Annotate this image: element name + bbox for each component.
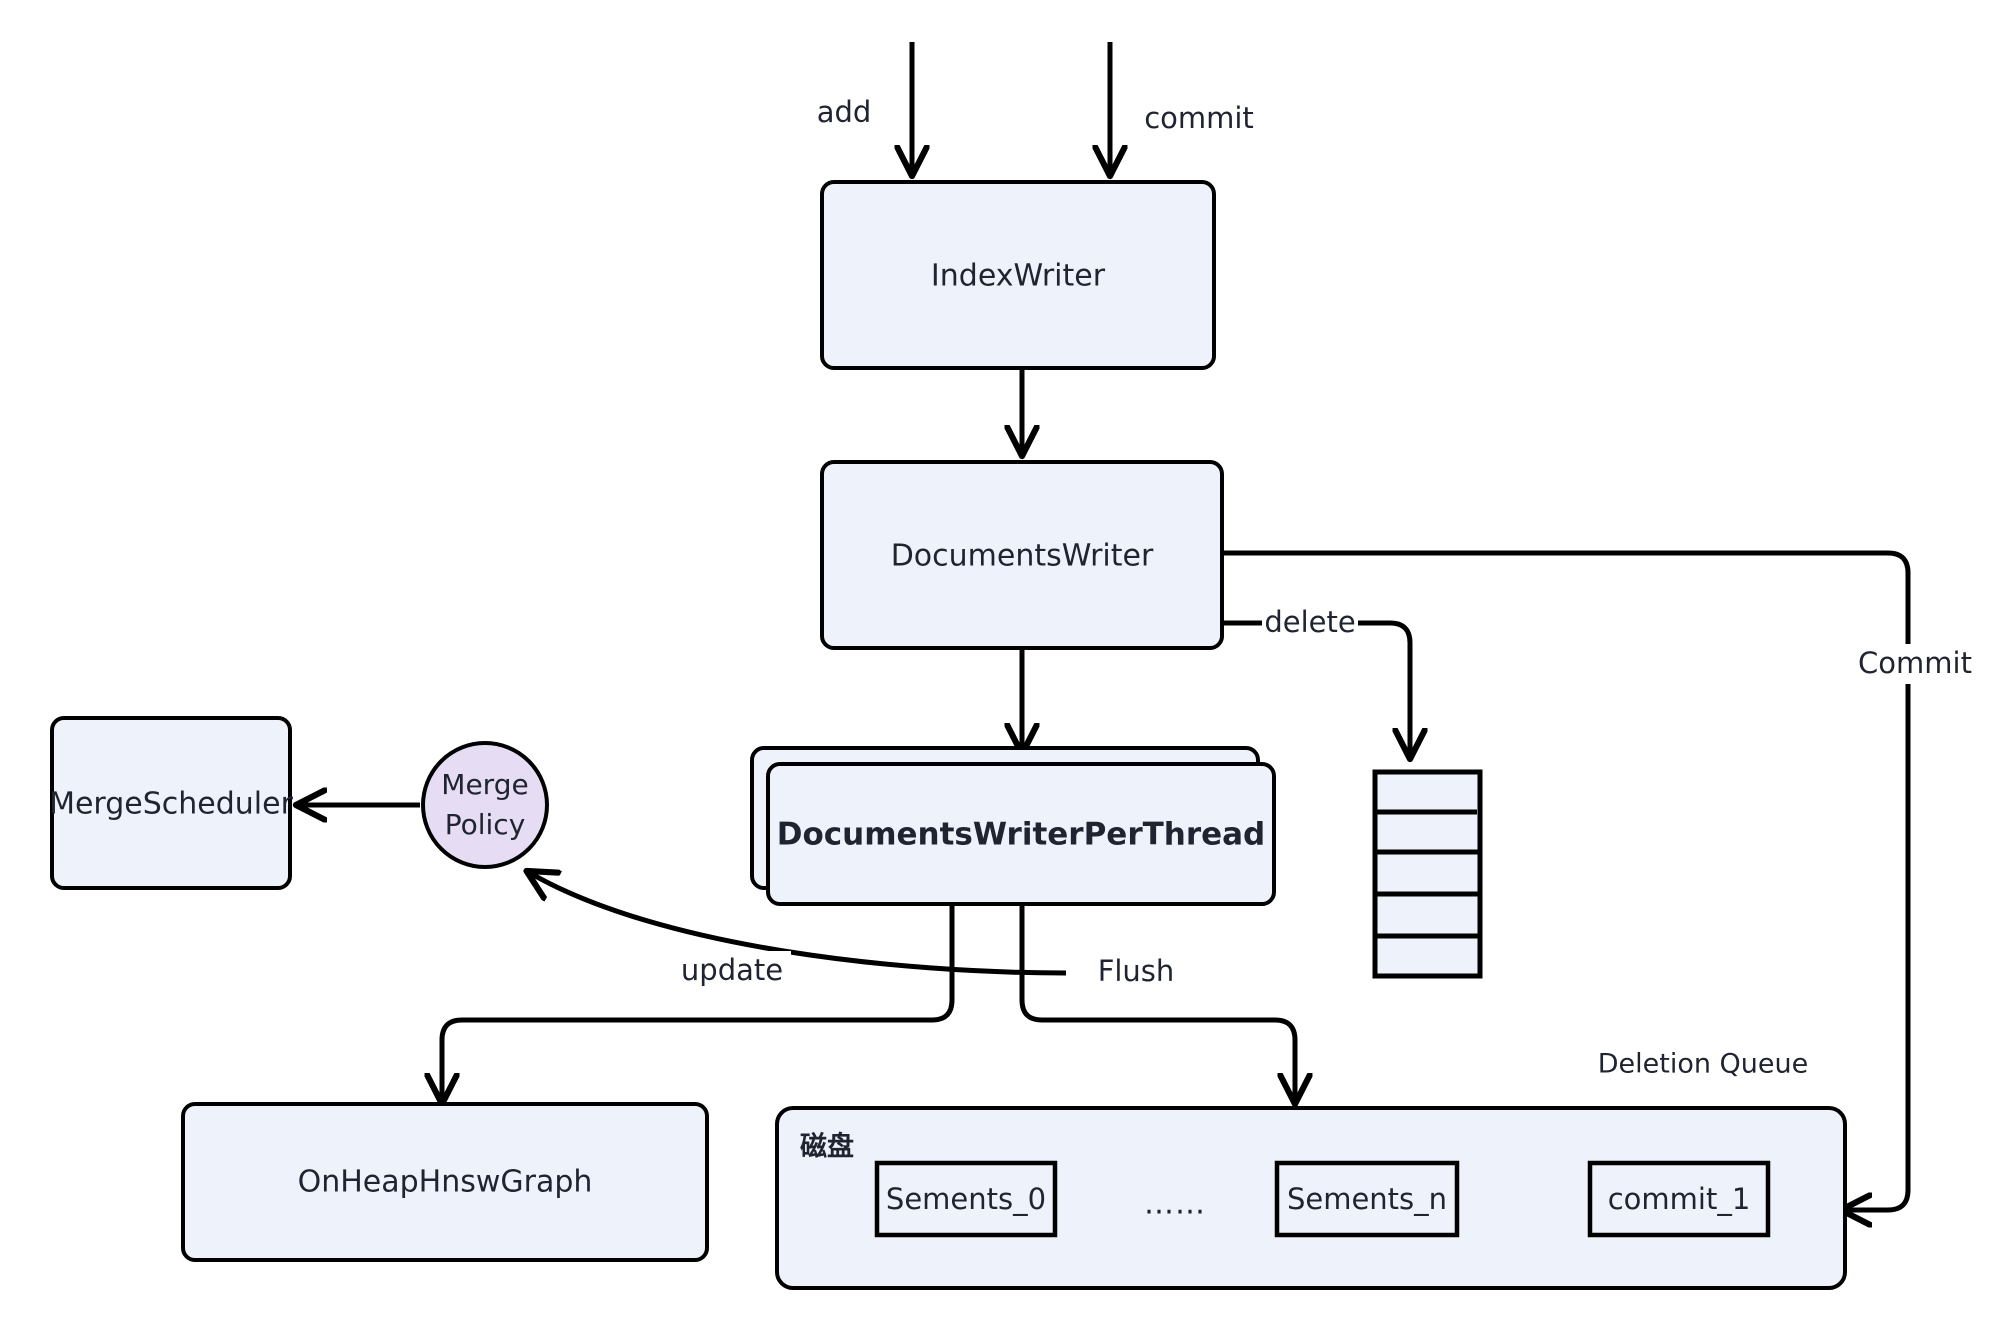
label-add-group: add [800,94,888,132]
label-delete-bg [1262,604,1358,642]
merge-scheduler-label: MergeScheduler [49,787,294,822]
label-deletion-queue: Deletion Queue [1598,1049,1809,1080]
disk-label: 磁盘 [800,1131,854,1163]
merge-scheduler-box[interactable] [50,716,292,890]
commit-file-box[interactable] [1587,1160,1771,1238]
documents-writer-label: DocumentsWriter [891,539,1154,574]
dwpt-label: DocumentsWriterPerThread [777,817,1266,853]
documents-writer-box[interactable] [820,460,1224,650]
label-commit-out-bg [1855,644,1975,684]
label-commit-out-group: Commit [1855,644,1975,684]
label-add-bg [800,94,888,132]
index-writer-label: IndexWriter [931,259,1106,294]
deletion-queue-box[interactable] [1372,769,1483,979]
label-update: update [681,953,783,987]
label-flush-bg [1087,952,1185,992]
segment-n-label: Sements_n [1287,1182,1447,1216]
label-flush: Flush [1098,954,1175,988]
on-heap-hnsw-graph-box[interactable] [181,1102,709,1262]
label-flush-group: Flush [1087,952,1185,992]
on-heap-hnsw-graph-label: OnHeapHnswGraph [298,1165,593,1200]
edge-dwpt-flush-to-disk [1019,902,1295,1100]
segment-ellipsis: …… [1144,1187,1206,1222]
node-merge-policy[interactable]: Merge Policy [421,741,549,869]
merge-policy-label-line1: Merge [441,768,528,801]
label-add: add [817,95,872,129]
commit-file-label: commit_1 [1608,1182,1751,1216]
label-update-bg [673,951,791,991]
label-commit-in: commit [1144,101,1254,135]
node-on-heap-hnsw-graph[interactable]: OnHeapHnswGraph [181,1102,709,1262]
node-deletion-queue[interactable] [1372,769,1483,979]
segment-0-label: Sements_0 [886,1182,1046,1216]
edge-dwpt-to-onheaphnswgraph [442,902,955,1100]
segment-0-box[interactable] [874,1160,1058,1238]
index-writer-box[interactable] [820,180,1216,370]
edge-commit-out [1222,550,1911,1210]
label-delete-group: delete [1262,604,1358,642]
label-commit-out: Commit [1858,646,1972,680]
merge-policy-circle[interactable] [421,741,549,869]
label-delete: delete [1264,605,1355,639]
node-merge-scheduler[interactable]: MergeScheduler [49,716,294,890]
node-documents-writer-per-thread[interactable]: DocumentsWriterPerThread [750,746,1276,906]
label-commit-in-bg [1134,100,1264,138]
dwpt-box[interactable] [766,762,1276,906]
node-documents-writer[interactable]: DocumentsWriter [820,460,1224,650]
segment-n-box[interactable] [1274,1160,1460,1238]
edge-delete-to-queue [1357,620,1410,755]
label-commit-in-group: commit [1134,100,1264,138]
node-disk-container[interactable]: 磁盘 Sements_0 …… Sements_n commit_1 [775,1106,1847,1290]
merge-policy-label-line2: Policy [445,808,526,841]
label-update-group: update [673,951,791,991]
node-index-writer[interactable]: IndexWriter [820,180,1216,370]
